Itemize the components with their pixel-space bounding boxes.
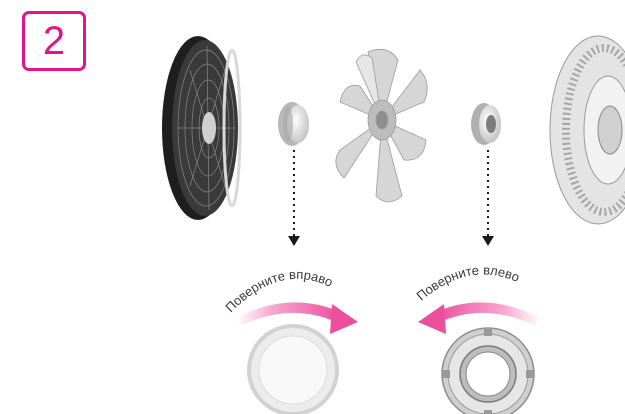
fan-rear-grille-icon: [550, 36, 625, 224]
rotate-left-label: Поверните влево: [414, 262, 522, 303]
guide-line-left: [288, 150, 300, 246]
blade-nut-icon: [471, 103, 501, 145]
fan-blade-icon: [336, 49, 427, 202]
fan-front-grille-icon: [162, 36, 240, 220]
spinner-cap-icon: [278, 102, 309, 146]
guide-line-right: [482, 150, 494, 246]
blade-nut-front-view: [442, 328, 534, 414]
spinner-cap-front-view: [247, 324, 339, 414]
